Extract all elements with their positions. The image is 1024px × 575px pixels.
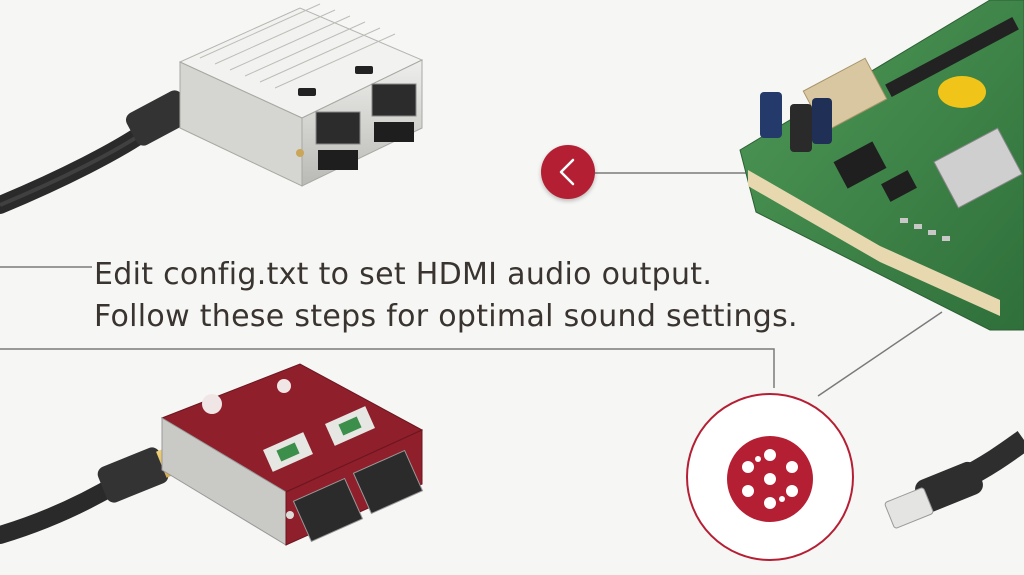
chevron-left-icon [559,158,575,186]
usb-cable [884,431,1024,529]
caption-text: Edit config.txt to set HDMI audio output… [94,254,798,338]
silver-ethernet-adapter [178,3,424,187]
hdmi-port-pins-icon [727,436,813,522]
callout-lines [0,172,943,397]
callout-line-port [817,311,943,397]
callout-line-bottom [0,348,775,388]
caption-line-1: Edit config.txt to set HDMI audio output… [94,257,713,292]
previous-button[interactable] [541,145,595,199]
red-ethernet-adapter [160,363,424,546]
hdmi-audio-port-callout [686,393,854,561]
raspberry-pi-board [739,0,1024,331]
caption-line-2: Follow these steps for optimal sound set… [94,299,798,334]
